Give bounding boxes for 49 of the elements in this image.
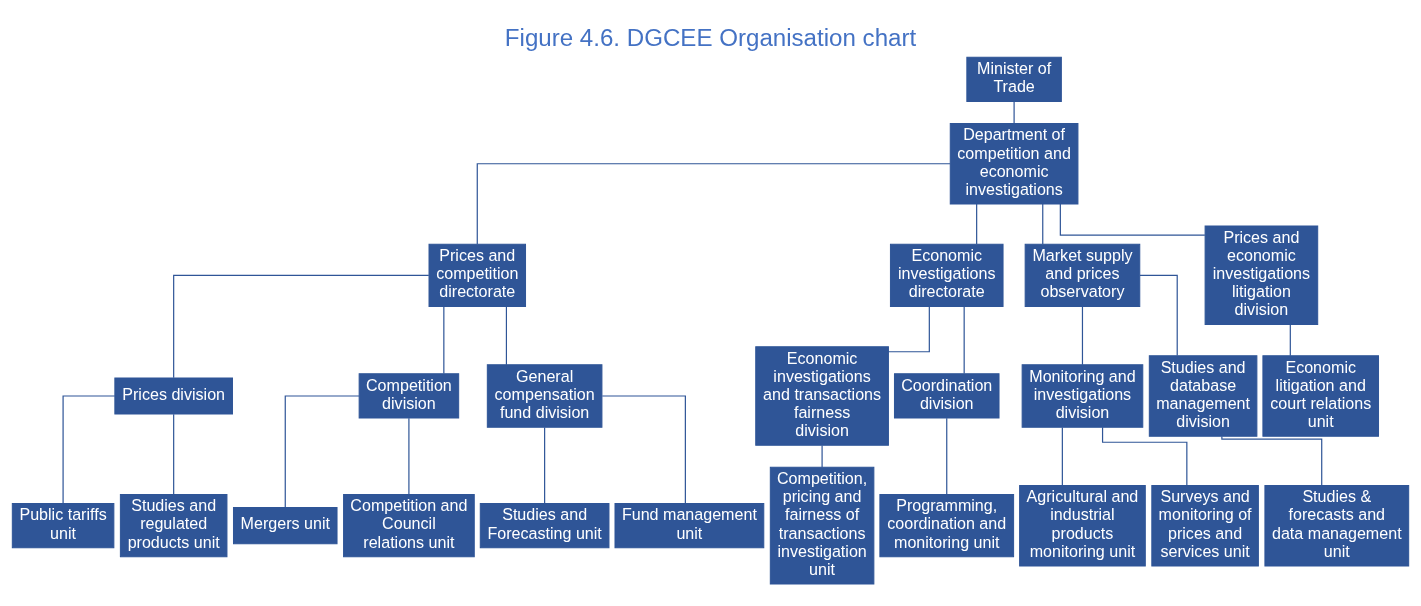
connector (1221, 435, 1323, 486)
connector (443, 305, 445, 374)
connector (976, 202, 978, 244)
connector (887, 305, 930, 352)
node-box: Studies and Forecasting unit (479, 502, 610, 548)
node-box: Coordination division (893, 372, 1000, 419)
node-box: Surveys and monitoring of prices and services unit (1151, 484, 1259, 566)
connector (1061, 426, 1063, 486)
node-box: Prices and competition directorate (428, 243, 527, 307)
connector (1013, 100, 1015, 124)
node-box: Prices and economic investigations litigation division (1204, 225, 1319, 325)
node-box: Monitoring and investigations division (1021, 363, 1144, 428)
node-box: Agricultural and industrial products monitoring unit (1019, 484, 1146, 566)
connector (1042, 202, 1044, 244)
node-box: General compensation fund division (486, 363, 603, 428)
connector (1081, 305, 1084, 365)
node-box: Studies & forecasts and data management unit (1264, 484, 1410, 566)
node-box: Competition, pricing and fairness of transactions investigation unit (769, 466, 875, 584)
connector (963, 305, 965, 374)
connector (1139, 274, 1178, 356)
connector (1059, 202, 1206, 236)
connector (476, 162, 951, 245)
connector (408, 417, 410, 495)
node-box: Competition division (358, 372, 460, 419)
connector (821, 444, 823, 468)
node-box: Economic investigations directorate (889, 243, 1004, 307)
connector (173, 413, 175, 495)
node-box: Fund management unit (614, 502, 765, 548)
node-box: Programming, coordination and monitoring unit (879, 493, 1015, 557)
node-box: Economic litigation and court relations unit (1262, 354, 1380, 437)
node-box: Public tariffs unit (11, 502, 115, 548)
diagram-title: Figure 4.6. DGCEE Organisation chart (504, 23, 917, 51)
node-box: Department of competition and economic investigations (949, 122, 1079, 204)
node-box: Minister of Trade (966, 56, 1062, 102)
node-box: Economic investigations and transactions fairness division (755, 345, 889, 446)
connector (1289, 323, 1291, 356)
node-box: Mergers unit (232, 506, 338, 544)
connector (946, 417, 948, 495)
connector (544, 426, 546, 504)
connector (601, 394, 686, 504)
connector (173, 274, 430, 378)
node-box: Studies and database management division (1148, 354, 1258, 437)
node-box: Prices division (114, 376, 233, 415)
connector (62, 394, 116, 504)
node-box: Market supply and prices observatory (1024, 243, 1141, 307)
node-box: Studies and regulated products unit (119, 493, 228, 557)
connector (284, 394, 360, 508)
node-box: Competition and Council relations unit (343, 493, 475, 557)
connector (505, 305, 508, 365)
